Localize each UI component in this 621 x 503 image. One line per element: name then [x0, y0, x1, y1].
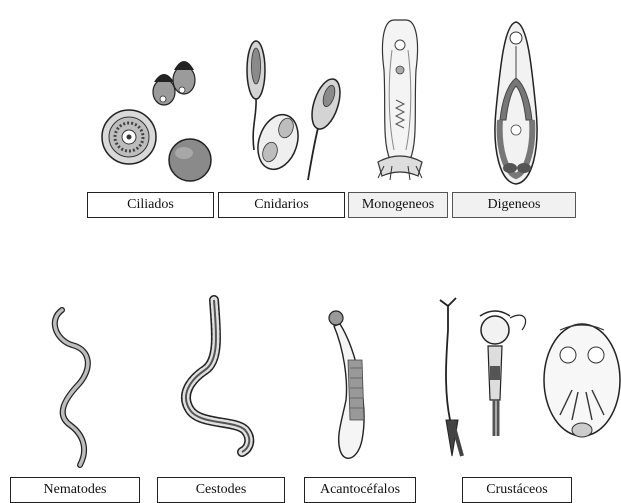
label-cnidarios: Cnidarios [218, 192, 345, 218]
label-ciliados: Ciliados [87, 192, 214, 218]
label-nematodes: Nematodes [10, 477, 140, 503]
nematode-icon [55, 310, 88, 465]
cestode-icon [186, 300, 249, 452]
crustacean-icon [440, 298, 620, 456]
cnidarian-icon [247, 41, 345, 180]
digenean-icon [495, 22, 537, 184]
label-monogeneos: Monogeneos [348, 192, 448, 218]
acanthocephalan-icon [329, 311, 364, 458]
label-crustaceos: Crustáceos [462, 477, 572, 503]
ciliate-icon [102, 61, 211, 181]
label-digeneos: Digeneos [452, 192, 576, 218]
label-cestodes: Cestodes [157, 477, 285, 503]
monogenean-icon [378, 20, 422, 180]
label-acantocefalos: Acantocéfalos [304, 477, 416, 503]
